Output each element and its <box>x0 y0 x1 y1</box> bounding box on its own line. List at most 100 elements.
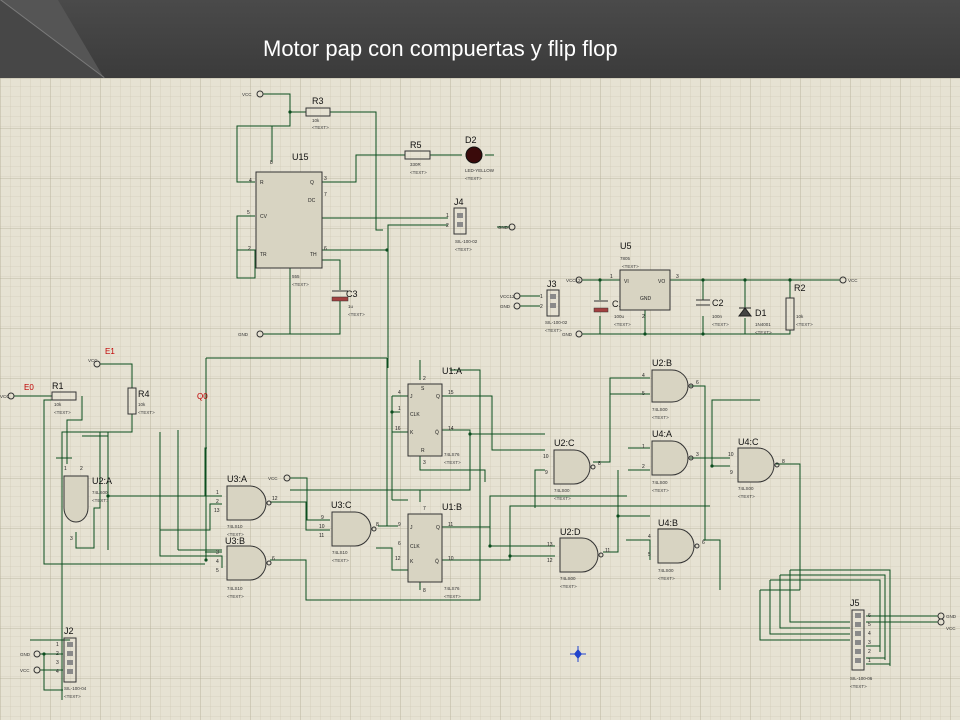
svg-text:1: 1 <box>868 658 871 664</box>
resistor-r4[interactable]: R4 10k <TEXT> <box>127 387 155 415</box>
svg-text:<TEXT>: <TEXT> <box>348 312 365 317</box>
connector-j3[interactable]: J3 1 2 SIL-100-02 <TEXT> <box>540 279 568 333</box>
svg-text:2: 2 <box>248 246 251 252</box>
signal-q0: Q0 <box>197 392 208 401</box>
nand-gate-u3b[interactable]: U3:B 74LS10 <TEXT> 3 4 5 6 <box>216 536 275 599</box>
svg-text:13: 13 <box>214 508 220 514</box>
diode-d1[interactable]: D1 1N4001 <TEXT> <box>738 307 772 335</box>
svg-text:<TEXT>: <TEXT> <box>554 496 571 501</box>
svg-text:U4:C: U4:C <box>738 437 759 447</box>
svg-text:3: 3 <box>216 550 219 556</box>
svg-text:<TEXT>: <TEXT> <box>850 684 867 689</box>
svg-text:1: 1 <box>64 466 67 472</box>
svg-text:<TEXT>: <TEXT> <box>712 322 729 327</box>
svg-text:10k: 10k <box>796 314 804 319</box>
jk-flipflop-u1b[interactable]: U1:B 74LS76 <TEXT> J CLK K Q Q̄ 9 6 12 1… <box>395 502 462 599</box>
nand-gate-u3c[interactable]: U3:C 74LS10 <TEXT> 9 10 11 8 <box>319 500 379 563</box>
svg-text:9: 9 <box>321 515 324 521</box>
svg-text:13: 13 <box>547 542 553 548</box>
resistor-r2[interactable]: R2 10k <TEXT> <box>785 283 813 331</box>
svg-text:7: 7 <box>324 192 327 198</box>
nand-gate-u4a[interactable]: U4:A 74LS00 <TEXT> 1 2 3 <box>642 429 699 493</box>
page-title: Motor pap con compuertas y flip flop <box>263 36 618 61</box>
svg-text:R4: R4 <box>138 389 150 399</box>
capacitor-c2[interactable]: C2 100n <TEXT> <box>696 298 729 327</box>
gnd-label: GND <box>946 614 957 619</box>
svg-text:<TEXT>: <TEXT> <box>444 460 461 465</box>
nand-gate-u2a[interactable]: U2:A 74LS00 <TEXT> 1 2 3 <box>63 466 112 542</box>
svg-text:U4:A: U4:A <box>652 429 672 439</box>
nand-gate-u4b[interactable]: U4:B 74LS00 <TEXT> 4 5 6 <box>648 518 705 581</box>
nand-gate-u3a[interactable]: U3:A 74LS10 <TEXT> 1 2 13 12 <box>214 474 278 537</box>
svg-text:100n: 100n <box>712 314 723 319</box>
connector-j4[interactable]: J4 1 2 SIL-100-02 <TEXT> <box>446 197 478 252</box>
svg-text:5: 5 <box>247 210 250 216</box>
svg-text:CLK: CLK <box>410 544 420 550</box>
connector-j2[interactable]: J2 1 2 3 4 SIL-100-04 <TEXT> <box>56 626 87 699</box>
svg-text:10: 10 <box>728 452 734 458</box>
svg-text:1: 1 <box>398 406 401 412</box>
svg-text:14: 14 <box>448 426 454 432</box>
svg-text:10: 10 <box>543 454 549 460</box>
svg-text:11: 11 <box>319 533 324 539</box>
svg-text:<TEXT>: <TEXT> <box>465 176 482 181</box>
svg-text:6: 6 <box>272 556 275 562</box>
svg-text:J2: J2 <box>64 626 74 636</box>
vcc12-label: VCC12 <box>566 278 581 283</box>
svg-text:<TEXT>: <TEXT> <box>658 576 675 581</box>
capacitor-c3[interactable]: C3 1u <TEXT> <box>331 289 365 317</box>
regulator-u5[interactable]: U5 7805 <TEXT> VI VO GND 1 3 2 <box>610 241 679 320</box>
svg-text:6: 6 <box>324 246 327 252</box>
svg-text:Q: Q <box>310 180 314 186</box>
svg-text:U3:B: U3:B <box>225 536 245 546</box>
nand-gate-u2c[interactable]: U2:C 74LS00 <TEXT> 10 9 8 <box>543 438 601 501</box>
svg-text:10: 10 <box>448 556 454 562</box>
capacitor-c1[interactable]: C1 100u <TEXT> <box>593 299 631 327</box>
svg-text:15: 15 <box>448 390 454 396</box>
u15-ref: U15 <box>292 152 309 162</box>
vcc-label: VCC <box>242 92 252 97</box>
svg-text:10k: 10k <box>54 402 62 407</box>
led-d2[interactable]: D2 LED-YELLOW <TEXT> <box>465 135 495 181</box>
svg-text:R2: R2 <box>794 283 806 293</box>
nand-gate-u2d[interactable]: U2:D 74LS00 <TEXT> 13 12 11 <box>547 527 610 589</box>
connector-j5[interactable]: J5 6 5 4 3 2 1 SIL-100-06 <TEXT> <box>850 598 873 689</box>
svg-text:4: 4 <box>642 373 645 379</box>
svg-text:2: 2 <box>642 314 645 320</box>
svg-text:<TEXT>: <TEXT> <box>138 410 155 415</box>
svg-text:VO: VO <box>658 279 665 285</box>
svg-text:R: R <box>260 180 264 186</box>
svg-text:S: S <box>421 386 425 392</box>
svg-text:VI: VI <box>624 279 629 285</box>
nand-gate-u2b[interactable]: U2:B 74LS00 <TEXT> 4 5 6 <box>642 358 699 420</box>
jk-flipflop-u1a[interactable]: U1:A 74LS76 <TEXT> J CLK K Q Q̄ S R 4 1 … <box>395 366 462 466</box>
vcc-label: VCC <box>946 626 956 631</box>
svg-text:9: 9 <box>545 470 548 476</box>
gnd-label: GND <box>238 332 249 337</box>
svg-text:U1:B: U1:B <box>442 502 462 512</box>
svg-text:4: 4 <box>648 534 651 540</box>
resistor-r1[interactable]: R1 10k <TEXT> <box>51 381 77 415</box>
resistor-r3[interactable]: R3 10k <TEXT> <box>305 96 331 130</box>
svg-text:U3:C: U3:C <box>331 500 352 510</box>
svg-text:9: 9 <box>730 470 733 476</box>
svg-text:U4:B: U4:B <box>658 518 678 528</box>
vcc-label: VCC <box>848 278 858 283</box>
svg-text:10: 10 <box>319 524 325 530</box>
ic-u15-555[interactable]: U15 555 <TEXT> R Q DC CV TR TH 4 3 7 5 2… <box>247 152 327 287</box>
nand-gate-u4c[interactable]: U4:C 74LS00 <TEXT> 10 9 8 <box>728 437 785 499</box>
slide-header: Motor pap con compuertas y flip flop <box>0 0 960 78</box>
svg-text:5: 5 <box>868 622 871 628</box>
svg-text:74LS00: 74LS00 <box>92 490 108 495</box>
resistor-r5[interactable]: R5 330R <TEXT> <box>404 140 431 175</box>
svg-text:8: 8 <box>376 522 379 528</box>
svg-text:6: 6 <box>696 380 699 386</box>
svg-text:74LS76: 74LS76 <box>444 586 460 591</box>
svg-text:10k: 10k <box>312 118 320 123</box>
svg-text:74LS10: 74LS10 <box>332 550 348 555</box>
svg-text:<TEXT>: <TEXT> <box>444 594 461 599</box>
svg-text:<TEXT>: <TEXT> <box>755 330 772 335</box>
svg-text:4: 4 <box>868 631 871 637</box>
svg-text:74LS00: 74LS00 <box>560 576 576 581</box>
svg-text:U2:D: U2:D <box>560 527 581 537</box>
